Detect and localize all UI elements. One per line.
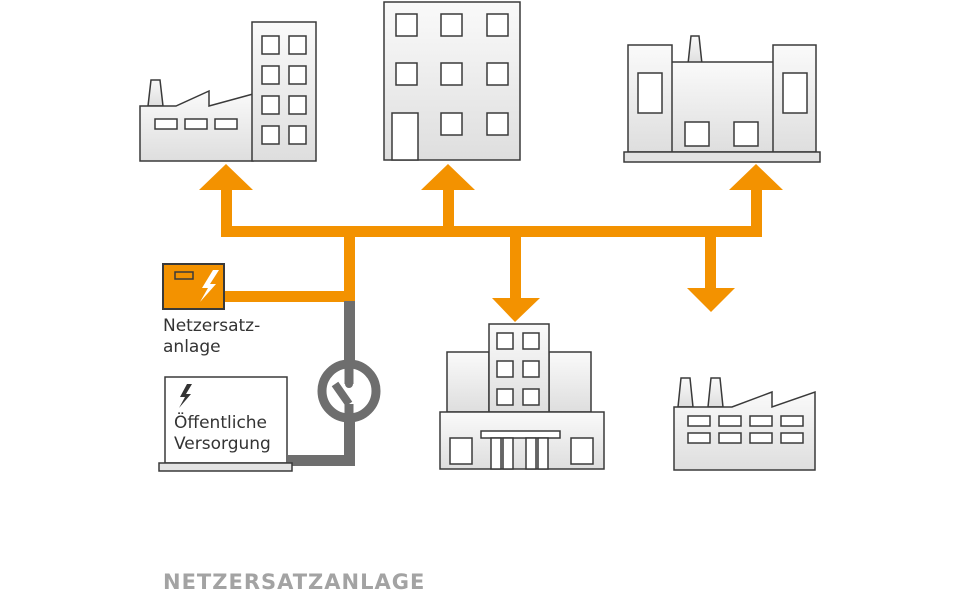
factory [673, 377, 816, 471]
diagram-title: NETZERSATZANLAGE [163, 570, 426, 594]
switch-icon [317, 359, 381, 423]
arrow-up-right [729, 164, 783, 190]
arrow-down-factory [687, 288, 735, 312]
public-supply-label-line1: Öffentliche [174, 413, 268, 433]
drop-office-complex [510, 232, 521, 300]
public-supply-box [158, 376, 293, 472]
generator-label-line1: Netzersatz- [163, 316, 261, 336]
public-supply-line [288, 301, 381, 466]
arrow-up-middle [421, 164, 475, 190]
riser-middle [443, 188, 454, 230]
generator-box [162, 263, 225, 310]
drop-factory [705, 232, 716, 290]
public-supply-label-line2: Versorgung [174, 434, 271, 454]
feed-vertical [344, 232, 355, 302]
distribution-network [199, 164, 783, 322]
arrow-down-office [492, 298, 540, 322]
bolt-icon [200, 270, 219, 302]
main-bus-line [221, 226, 762, 237]
riser-left [221, 188, 232, 230]
generator-label: Netzersatz- anlage [163, 316, 260, 358]
riser-right [751, 188, 762, 230]
generator-connection [224, 291, 355, 302]
factory-with-tower [139, 21, 317, 162]
office-complex [439, 323, 605, 470]
industrial-hall [623, 35, 821, 163]
arrow-up-left [199, 164, 253, 190]
public-supply-label: Öffentliche Versorgung [174, 413, 271, 455]
bolt-icon [179, 384, 192, 408]
generator-label-line2: anlage [163, 337, 221, 357]
office-building [383, 1, 521, 161]
